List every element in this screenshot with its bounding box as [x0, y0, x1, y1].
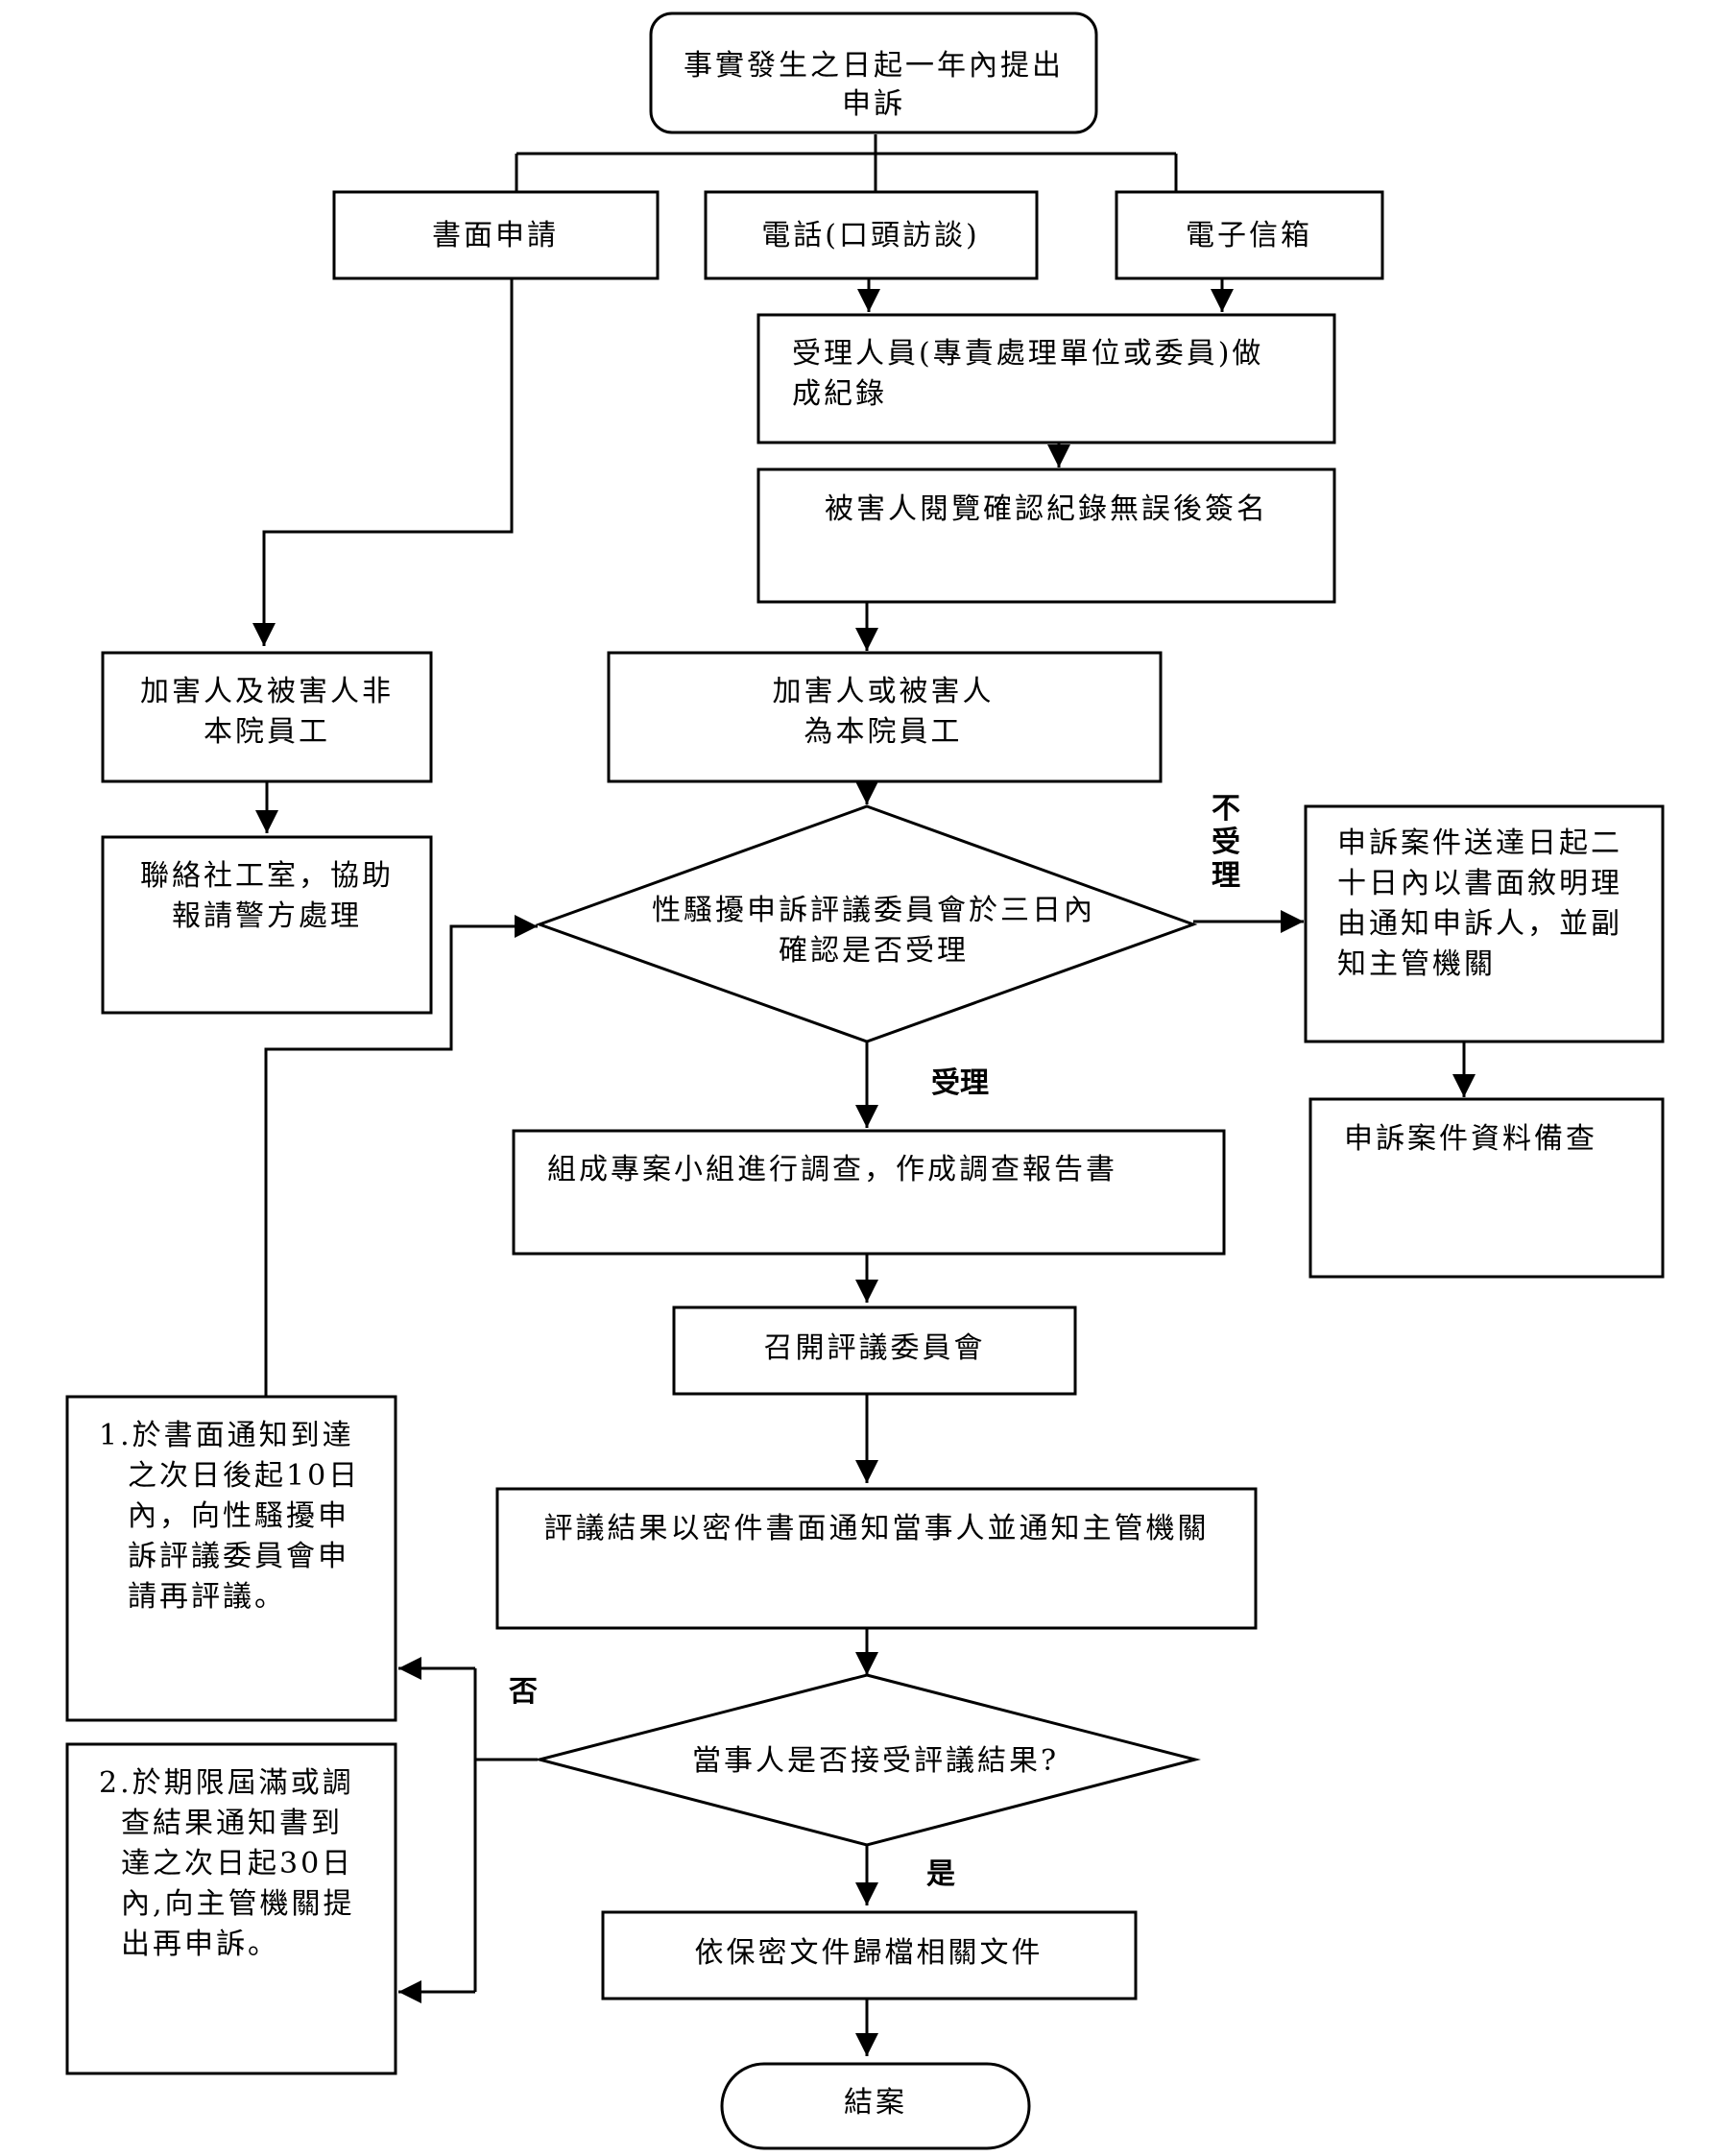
- phone-interview-label: 電話(口頭訪談): [761, 219, 979, 252]
- record-box: [756, 313, 1336, 444]
- reappeal1-line3: 內，向性騷擾申: [128, 1499, 349, 1533]
- confidential-archive-box: [601, 1910, 1138, 2000]
- committee-meeting-text: 召開評議委員會: [764, 1331, 986, 1365]
- email-box: [1115, 190, 1384, 280]
- reappeal1-line5: 請再評議。: [128, 1580, 286, 1614]
- reappeal2-line5: 出再申訴。: [121, 1928, 279, 1961]
- record-text-line1: 受理人員(專責處理單位或委員)做: [792, 337, 1263, 371]
- employee-text-line1: 加害人或被害人: [773, 675, 995, 708]
- email-label: 電子信箱: [1186, 219, 1312, 252]
- record-text-line2: 成紀錄: [792, 377, 887, 411]
- reappeal-committee-box: [65, 1395, 397, 1722]
- victim-sign-box: [756, 467, 1336, 604]
- reappeal2-line1: 2.於期限屆滿或調: [99, 1766, 354, 1800]
- non-employee-box: [101, 651, 433, 783]
- result-notice-box: [495, 1487, 1258, 1630]
- accept-label: 受理: [931, 1066, 989, 1100]
- reappeal1-line1: 1.於書面通知到達: [99, 1419, 354, 1452]
- phone-interview-box: [704, 190, 1039, 280]
- reappeal2-line2: 查結果通知書到: [121, 1807, 343, 1840]
- reappeal2-line3: 達之次日起30日: [121, 1847, 353, 1881]
- connectors: [252, 134, 1476, 2056]
- end-node: [720, 2062, 1031, 2150]
- no-label: 否: [509, 1675, 538, 1709]
- reject-label-char2: 受: [1212, 826, 1240, 859]
- police-referral-box: [101, 835, 433, 1015]
- non-employee-text-line1: 加害人及被害人非: [140, 675, 394, 708]
- reject-notice-box: [1304, 804, 1665, 1043]
- confidential-archive-text: 依保密文件歸檔相關文件: [695, 1936, 1044, 1970]
- start-text-line1: 事實發生之日起一年內提出: [684, 49, 1064, 83]
- accept-result-decision: [534, 1673, 1201, 1847]
- reappeal-authority-box: [65, 1742, 397, 2075]
- police-referral-text-line2: 報請警方處理: [172, 899, 362, 933]
- written-application-box: [332, 190, 660, 280]
- acceptance-decision-text-line1: 性騷擾申訴評議委員會於三日內: [652, 894, 1095, 927]
- police-referral-text-line1: 聯絡社工室，協助: [140, 859, 394, 893]
- acceptance-decision-text-line2: 確認是否受理: [779, 934, 969, 968]
- start-node: [649, 12, 1098, 134]
- acceptance-decision: [535, 804, 1198, 1043]
- reject-notice-line4: 知主管機關: [1337, 947, 1496, 981]
- start-text-line2: 申訴: [842, 87, 905, 121]
- accept-result-text: 當事人是否接受評議結果?: [692, 1744, 1059, 1778]
- investigation-text: 組成專案小組進行調查，作成調查報告書: [547, 1153, 1117, 1186]
- reject-notice-line3: 由通知申訴人，並副: [1337, 907, 1622, 941]
- victim-sign-text: 被害人閱覽確認紀錄無誤後簽名: [825, 492, 1268, 526]
- yes-label: 是: [926, 1857, 955, 1891]
- employee-text-line2: 為本院員工: [804, 715, 963, 749]
- case-archive-box: [1308, 1097, 1665, 1279]
- result-notice-text: 評議結果以密件書面通知當事人並通知主管機關: [544, 1512, 1210, 1545]
- reappeal2-line4: 內,向主管機關提: [121, 1887, 355, 1921]
- reappeal1-line4: 訴評議委員會申: [128, 1540, 349, 1573]
- written-application-label: 書面申請: [432, 219, 559, 252]
- reject-label-char1: 不: [1212, 792, 1240, 826]
- case-archive-text: 申訴案件資料備查: [1344, 1122, 1597, 1156]
- committee-meeting-box: [672, 1306, 1077, 1396]
- end-text: 結案: [844, 2086, 907, 2120]
- reject-notice-line1: 申訴案件送達日起二: [1337, 826, 1622, 860]
- reject-notice-line2: 十日內以書面敘明理: [1337, 867, 1622, 900]
- investigation-box: [512, 1129, 1226, 1256]
- non-employee-text-line2: 本院員工: [204, 715, 330, 749]
- reject-label-char3: 理: [1212, 859, 1240, 893]
- employee-box: [607, 651, 1163, 783]
- reappeal1-line2: 之次日後起10日: [128, 1459, 360, 1493]
